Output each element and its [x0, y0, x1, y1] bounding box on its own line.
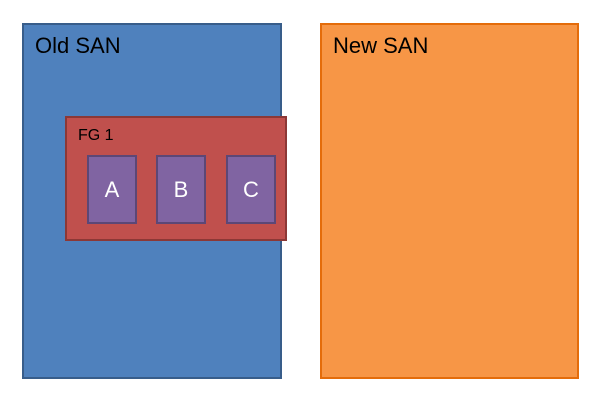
file-c-box: C [226, 155, 276, 224]
file-c-label: C [243, 176, 259, 202]
old-san-box: Old SAN FG 1 A B C [22, 23, 287, 379]
file-a-box: A [87, 155, 137, 224]
old-san-label: Old SAN [35, 33, 121, 58]
new-san-box: New SAN [320, 23, 579, 379]
file-a-label: A [104, 176, 120, 202]
file-b-box: B [156, 155, 206, 224]
filegroup-fg1-box: FG 1 A B C [65, 116, 287, 241]
new-san-label: New SAN [333, 33, 429, 58]
filegroup-label: FG 1 [78, 127, 114, 144]
file-b-label: B [173, 176, 189, 202]
